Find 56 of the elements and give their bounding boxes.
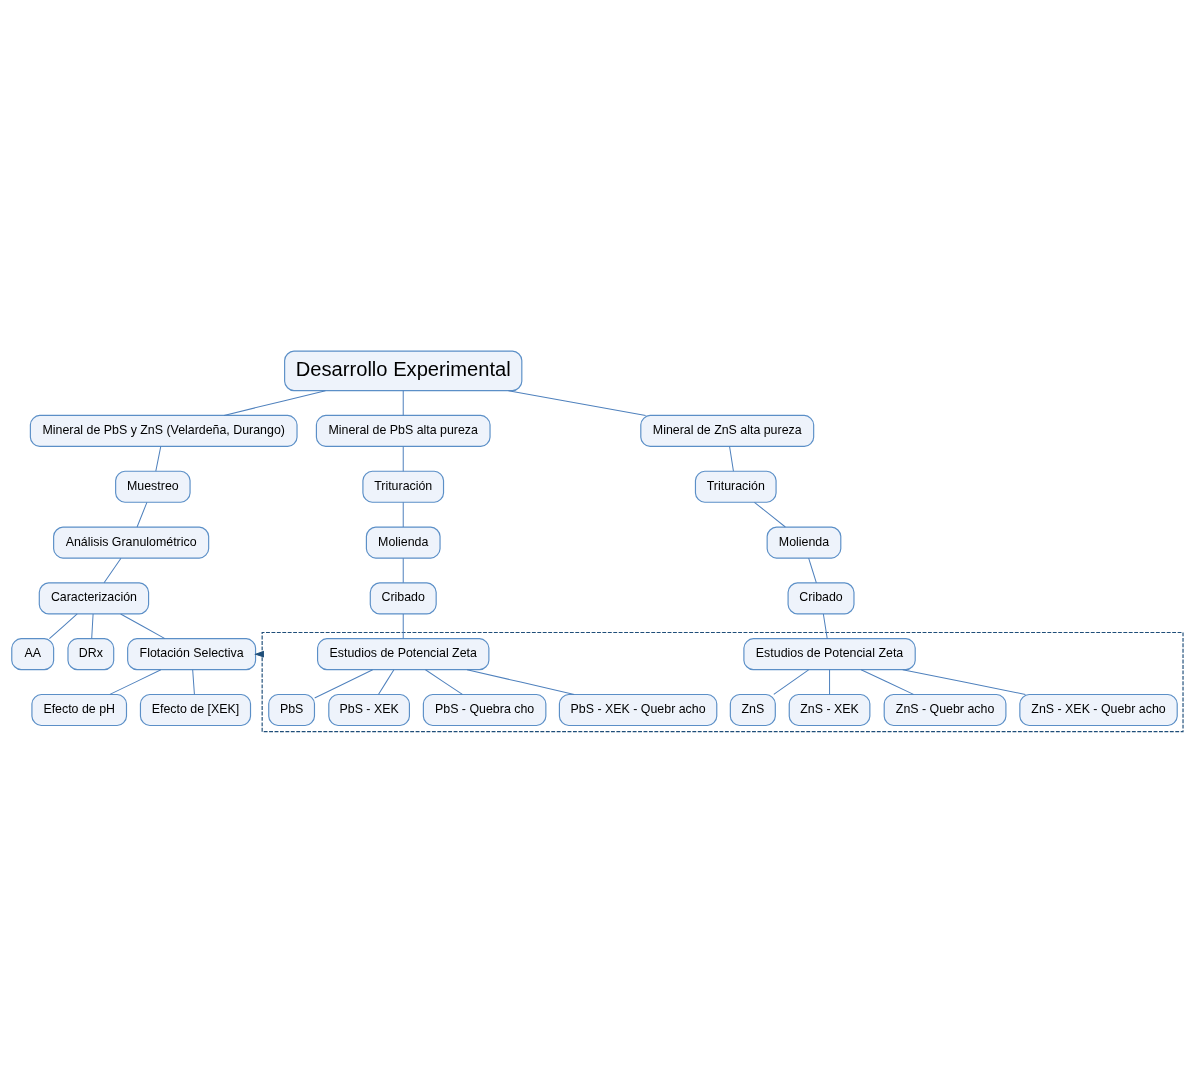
connector (808, 557, 817, 584)
connector (822, 613, 828, 640)
node-box: Trituración (362, 470, 445, 503)
node-box: Caracterización (38, 582, 150, 615)
connector (729, 446, 734, 472)
node-box: Mineral de ZnS alta pureza (640, 414, 815, 447)
node-box: Muestreo (115, 470, 191, 503)
node-box: DRx (67, 638, 115, 671)
connector (223, 390, 326, 416)
connector (402, 390, 404, 416)
cluster (261, 631, 1184, 733)
connector (136, 501, 148, 528)
node-box: Mineral de PbS y ZnS (Velardeña, Durango) (29, 414, 298, 447)
node-box: Efecto de [XEK] (139, 693, 252, 727)
connector (48, 613, 78, 640)
connector (192, 669, 195, 695)
connector (402, 557, 404, 584)
node-box: Molienda (365, 526, 441, 559)
node-box: Estudios de Potencial Zeta (317, 638, 490, 671)
connector (109, 669, 162, 695)
connector (753, 501, 786, 528)
connector (424, 669, 463, 695)
connector (103, 557, 122, 584)
node-box: ZnS - Quebr acho (883, 693, 1007, 727)
connector (507, 390, 647, 416)
connector (91, 613, 94, 640)
connector (377, 669, 395, 695)
node-box: Cribado (787, 582, 855, 615)
connector (829, 669, 831, 695)
connector (902, 669, 1026, 695)
node-box: Trituración (694, 470, 777, 503)
connector (466, 669, 575, 695)
connector (773, 669, 810, 695)
node-box: Estudios de Potencial Zeta (743, 638, 916, 671)
connector (402, 613, 404, 640)
node-box: PbS - XEK - Quebr acho (558, 693, 718, 727)
connector (120, 613, 166, 640)
node-box: Efecto de pH (31, 693, 128, 727)
node-box: ZnS - XEK (788, 693, 871, 727)
node-box: ZnS - XEK - Quebr acho (1019, 693, 1178, 727)
node-box: Cribado (369, 582, 437, 615)
connector (155, 446, 162, 472)
node-box: Análisis Granulométrico (53, 526, 210, 559)
node-box: Mineral de PbS alta pureza (315, 414, 491, 447)
node-box: Desarrollo Experimental (284, 350, 523, 392)
node-box: AA (11, 638, 55, 671)
node-box: PbS - Quebra cho (422, 693, 547, 727)
connector (860, 669, 915, 695)
node-box: Molienda (766, 526, 842, 559)
node-box: Flotación Selectiva (127, 638, 257, 671)
connector (402, 446, 404, 472)
connector (314, 669, 374, 699)
node-box: ZnS (729, 693, 776, 727)
connector (402, 501, 404, 528)
node-box: PbS - XEK (328, 693, 410, 727)
node-box: PbS (268, 693, 316, 727)
